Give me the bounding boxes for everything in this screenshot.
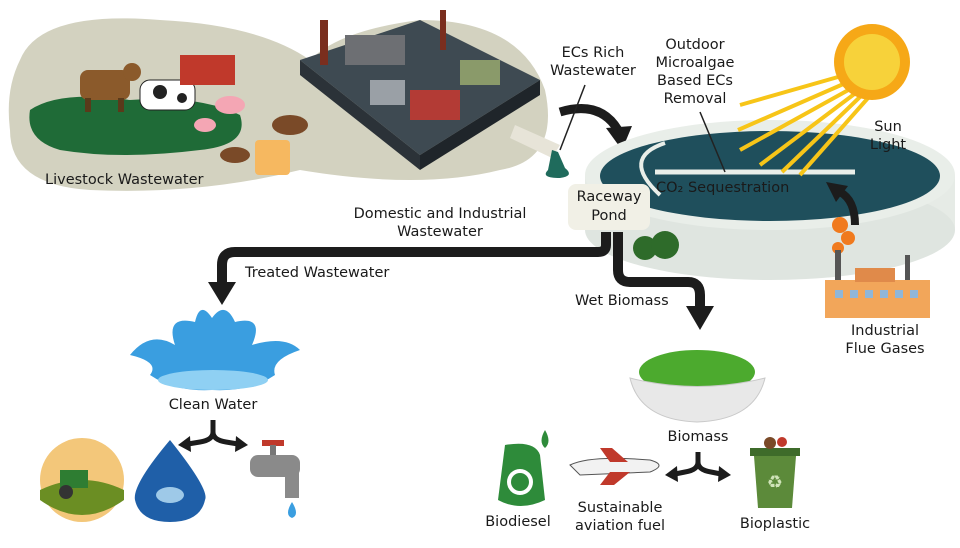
barn-icon	[180, 55, 235, 85]
co2-sequestration-label: CO₂ Sequestration	[656, 180, 790, 196]
treated-wastewater-arrow	[217, 232, 611, 285]
bowl-icon	[629, 377, 766, 423]
wet-biomass-label: Wet Biomass	[575, 293, 669, 309]
pipe-icon	[510, 125, 560, 158]
pig-icon	[215, 96, 245, 114]
pasture-icon	[29, 96, 242, 155]
airplane-icon	[569, 448, 660, 485]
clean-water-splash-icon	[130, 309, 300, 391]
inflow-arrow	[558, 104, 622, 133]
biomass-algae-icon	[639, 350, 755, 394]
agriculture-icon	[40, 438, 124, 522]
biodiesel-label: Biodiesel	[485, 514, 551, 530]
manure-icon	[272, 115, 308, 135]
label-pointer	[699, 111, 726, 173]
wastewater-stream-icon	[545, 150, 569, 178]
sack-icon	[255, 140, 290, 175]
sun-icon	[737, 24, 910, 177]
wet-biomass-arrow	[613, 232, 705, 308]
treated-wastewater-label: Treated Wastewater	[245, 265, 390, 281]
aquaculture-drop-icon	[134, 440, 206, 522]
recycle-bin-icon: ♻	[750, 437, 800, 508]
biomass-label: Biomass	[667, 429, 729, 445]
clean-water-label: Clean Water	[168, 397, 258, 413]
manure-icon	[220, 147, 250, 163]
livestock-wastewater-label: Livestock Wastewater	[45, 172, 204, 188]
svg-text:♻: ♻	[767, 472, 783, 493]
raceway-pond-water	[600, 131, 940, 221]
trees-icon	[633, 231, 679, 260]
biodiesel-icon	[498, 430, 549, 506]
bioplastic-label: Bioplastic	[739, 516, 811, 532]
split-arrow	[674, 452, 722, 477]
dairy-cow-icon	[139, 79, 196, 111]
water-tap-icon	[250, 440, 300, 518]
cow-icon	[80, 63, 141, 112]
label-pointer	[559, 84, 586, 151]
factory-icon	[825, 250, 930, 318]
split-arrow	[187, 420, 239, 447]
pig-icon	[194, 118, 216, 132]
